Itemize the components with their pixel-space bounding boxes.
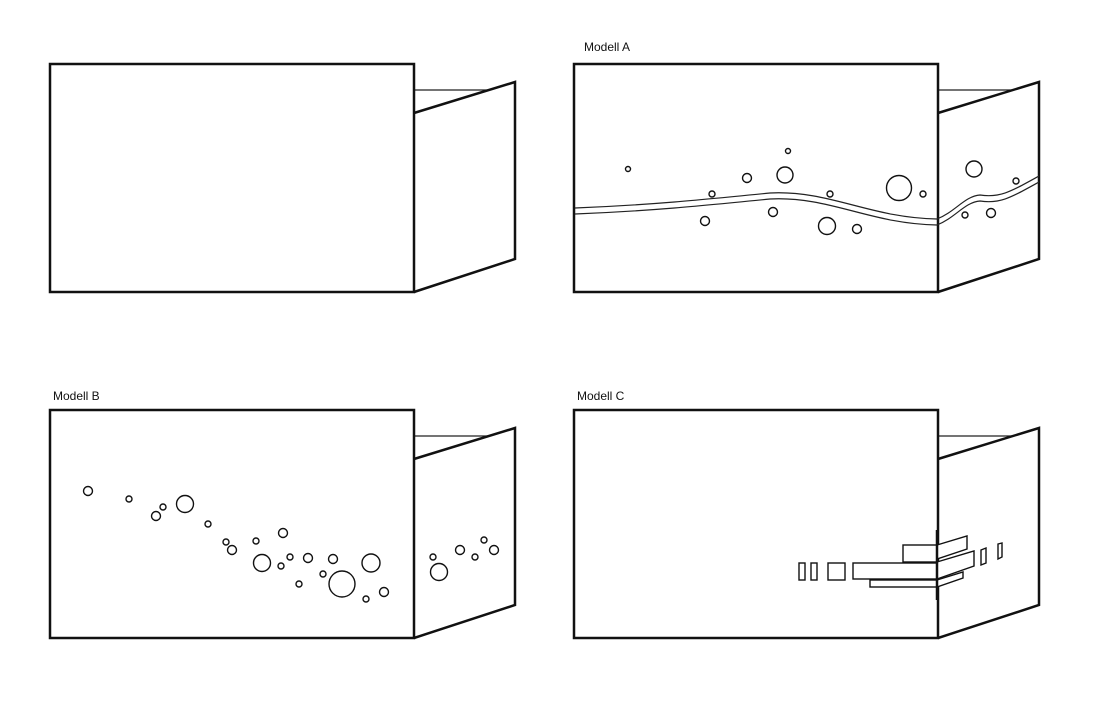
holes-model-b	[82, 485, 500, 603]
hole	[82, 485, 94, 497]
hole	[480, 536, 488, 544]
hole	[965, 160, 983, 178]
slots-model-c	[798, 530, 1003, 600]
hole	[175, 494, 195, 514]
hole	[328, 570, 356, 598]
hole	[826, 190, 834, 198]
hole	[885, 174, 913, 202]
box-model-c	[572, 408, 1041, 640]
hole	[252, 553, 272, 573]
hole	[776, 166, 794, 184]
hole	[204, 520, 212, 528]
label-model-c: Modell C	[577, 389, 625, 403]
hole	[125, 495, 133, 503]
label-model-a: Modell A	[584, 40, 631, 54]
hole	[252, 537, 260, 545]
holes-model-a	[624, 147, 1020, 236]
hole	[302, 552, 314, 564]
box-model-a	[572, 62, 1041, 294]
hole	[150, 510, 162, 522]
hole	[471, 553, 479, 561]
hole	[429, 562, 449, 582]
hole	[362, 595, 370, 603]
hole	[378, 586, 390, 598]
hole	[226, 544, 238, 556]
hole	[429, 553, 437, 561]
hole	[784, 147, 792, 155]
hole	[961, 211, 969, 219]
hole	[319, 570, 327, 578]
hole	[1012, 177, 1020, 185]
hole	[919, 190, 927, 198]
hole	[767, 206, 779, 218]
hole	[699, 215, 711, 227]
hole	[488, 544, 500, 556]
hole	[817, 216, 837, 236]
box-blank	[48, 62, 517, 294]
label-model-b: Modell B	[53, 389, 100, 403]
wave-band	[574, 175, 1040, 226]
hole	[286, 553, 294, 561]
hole	[327, 553, 339, 565]
hole	[159, 503, 167, 511]
hole	[708, 190, 716, 198]
hole	[361, 553, 381, 573]
hole	[741, 172, 753, 184]
hole	[851, 223, 863, 235]
hole	[985, 207, 997, 219]
hole	[624, 165, 632, 173]
hole	[454, 544, 466, 556]
box-model-b	[48, 408, 517, 640]
hole	[222, 538, 230, 546]
hole	[295, 580, 303, 588]
hole	[277, 527, 289, 539]
hole	[277, 562, 285, 570]
